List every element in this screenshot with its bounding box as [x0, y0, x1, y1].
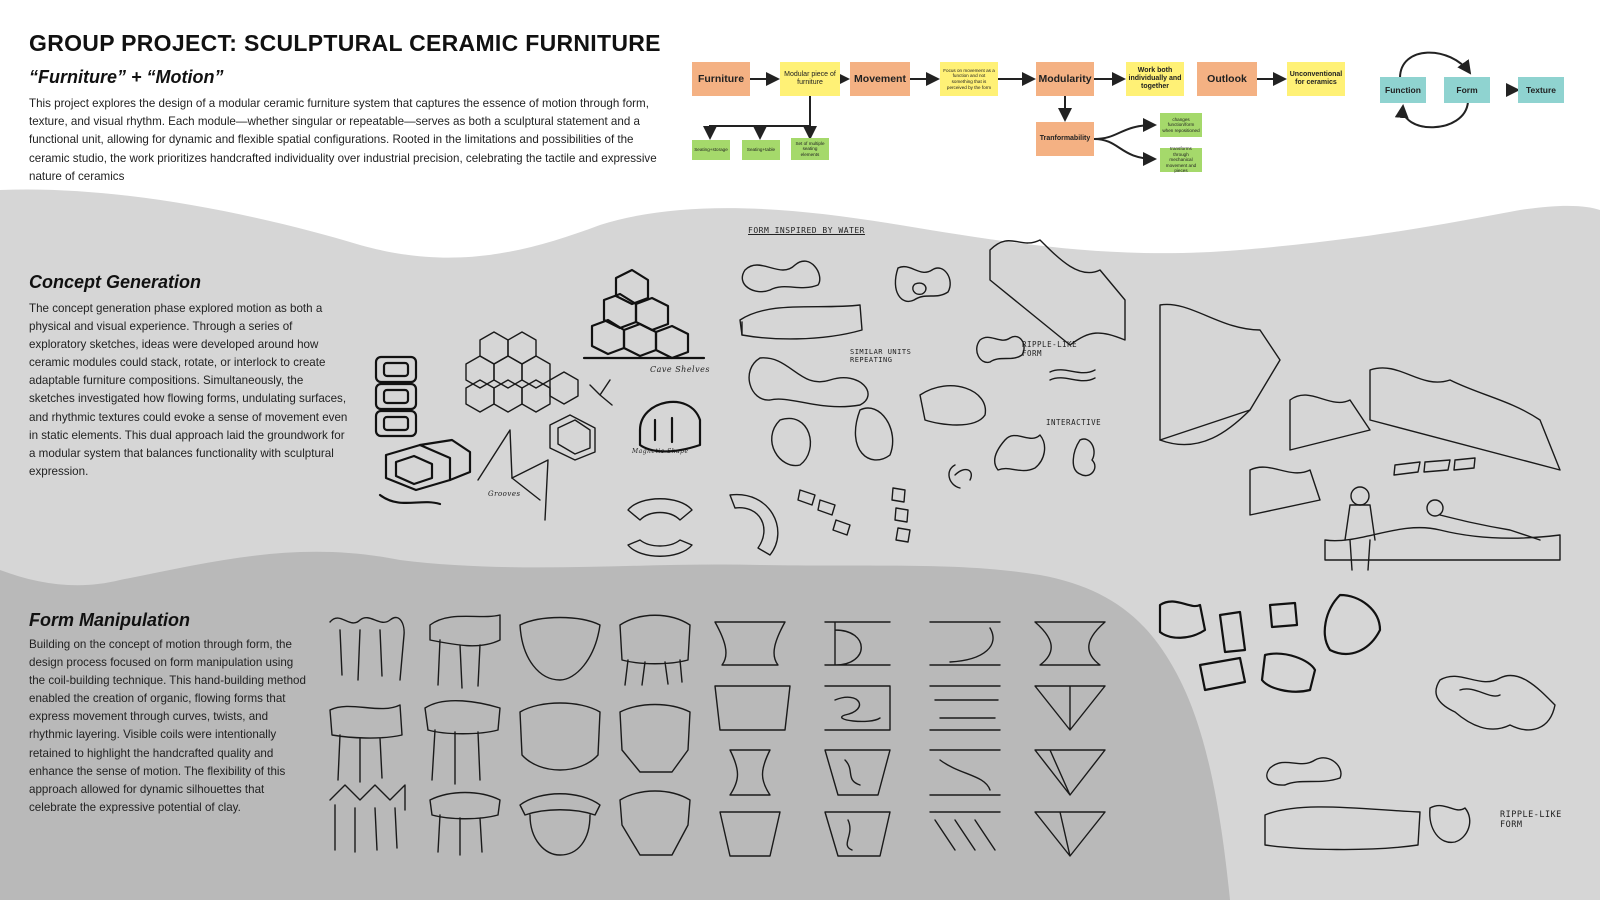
flow-transform-out-2: transforms through mechanical movement a…: [1160, 146, 1202, 173]
form-heading: Form Manipulation: [29, 610, 190, 630]
flow-furniture: Furniture: [692, 62, 750, 96]
flowchart-arrows: [703, 72, 1287, 166]
sketch-label-similar-units: SIMILAR UNITS REPEATING: [850, 348, 912, 364]
sketch-label-form-inspired: FORM INSPIRED BY WATER: [748, 226, 865, 235]
intro-paragraph: This project explores the design of a mo…: [29, 97, 657, 183]
flow-modular-piece: Modular piece of furniture: [780, 62, 840, 96]
page-title: GROUP PROJECT: SCULPTURAL CERAMIC FURNIT…: [29, 30, 661, 56]
sketch-label-ripple: RIPPLE-LIKE FORM: [1022, 340, 1078, 358]
sketch-stacked-modules: [374, 355, 418, 438]
sketch-label-ripple-2: RIPPLE-LIKE FORM: [1500, 810, 1562, 830]
coil-forms-row3: [329, 784, 691, 856]
sketch-hex-shelves: [465, 331, 579, 413]
sketch-wave-landscape: [989, 239, 1561, 516]
sketch-blob-groups: [894, 265, 1096, 477]
coil-forms-row2: [329, 699, 691, 785]
ripple-blobs: [1264, 674, 1556, 851]
concept-heading: Concept Generation: [29, 272, 202, 292]
flow-leaf-1: Seating+storage: [692, 140, 730, 160]
flow-unconventional: Unconventional for ceramics: [1287, 62, 1345, 96]
sketch-grooves: [477, 379, 613, 521]
sketch-figures: [1324, 486, 1561, 571]
sketch-arc-modules: [627, 487, 911, 557]
modular-seats: [1158, 593, 1382, 693]
flow-modularity: Modularity: [1036, 62, 1094, 96]
sketch-cave-shelves: [582, 268, 706, 360]
flow-movement-note: Focus on movement as a function and not …: [940, 62, 998, 96]
form-paragraph: Building on the concept of motion throug…: [29, 638, 306, 814]
flow-transform-out-1: changes function/form when repositioned: [1160, 113, 1202, 137]
flow-transformability: Tranformability: [1036, 122, 1094, 156]
sketch-label-cave-shelves: Cave Shelves: [650, 365, 710, 374]
cycle-function: Function: [1380, 77, 1426, 103]
cycle-form: Form: [1444, 77, 1490, 103]
sketch-label-interactive: INTERACTIVE: [1046, 418, 1102, 427]
cycle-arrows: [1394, 51, 1520, 129]
concept-paragraph: The concept generation phase explored mo…: [29, 302, 348, 478]
sketch-water-forms: [739, 260, 986, 489]
profile-grid: [714, 621, 1106, 857]
coil-forms: [329, 614, 691, 689]
flow-work-both: Work both individually and together: [1126, 62, 1184, 96]
flow-outlook: Outlook: [1197, 62, 1257, 96]
flow-leaf-2: Seating+table: [742, 140, 780, 160]
sketch-box-magnetic: [549, 400, 702, 461]
cycle-texture: Texture: [1518, 77, 1564, 103]
sketch-interlock-cubes: [378, 438, 472, 506]
page-subtitle: “Furniture” + “Motion”: [29, 67, 224, 87]
sketch-label-grooves: Grooves: [488, 490, 521, 498]
flow-movement: Movement: [850, 62, 910, 96]
form-band: [0, 551, 1230, 900]
flow-leaf-3: Set of multiple seating elements: [791, 138, 829, 160]
